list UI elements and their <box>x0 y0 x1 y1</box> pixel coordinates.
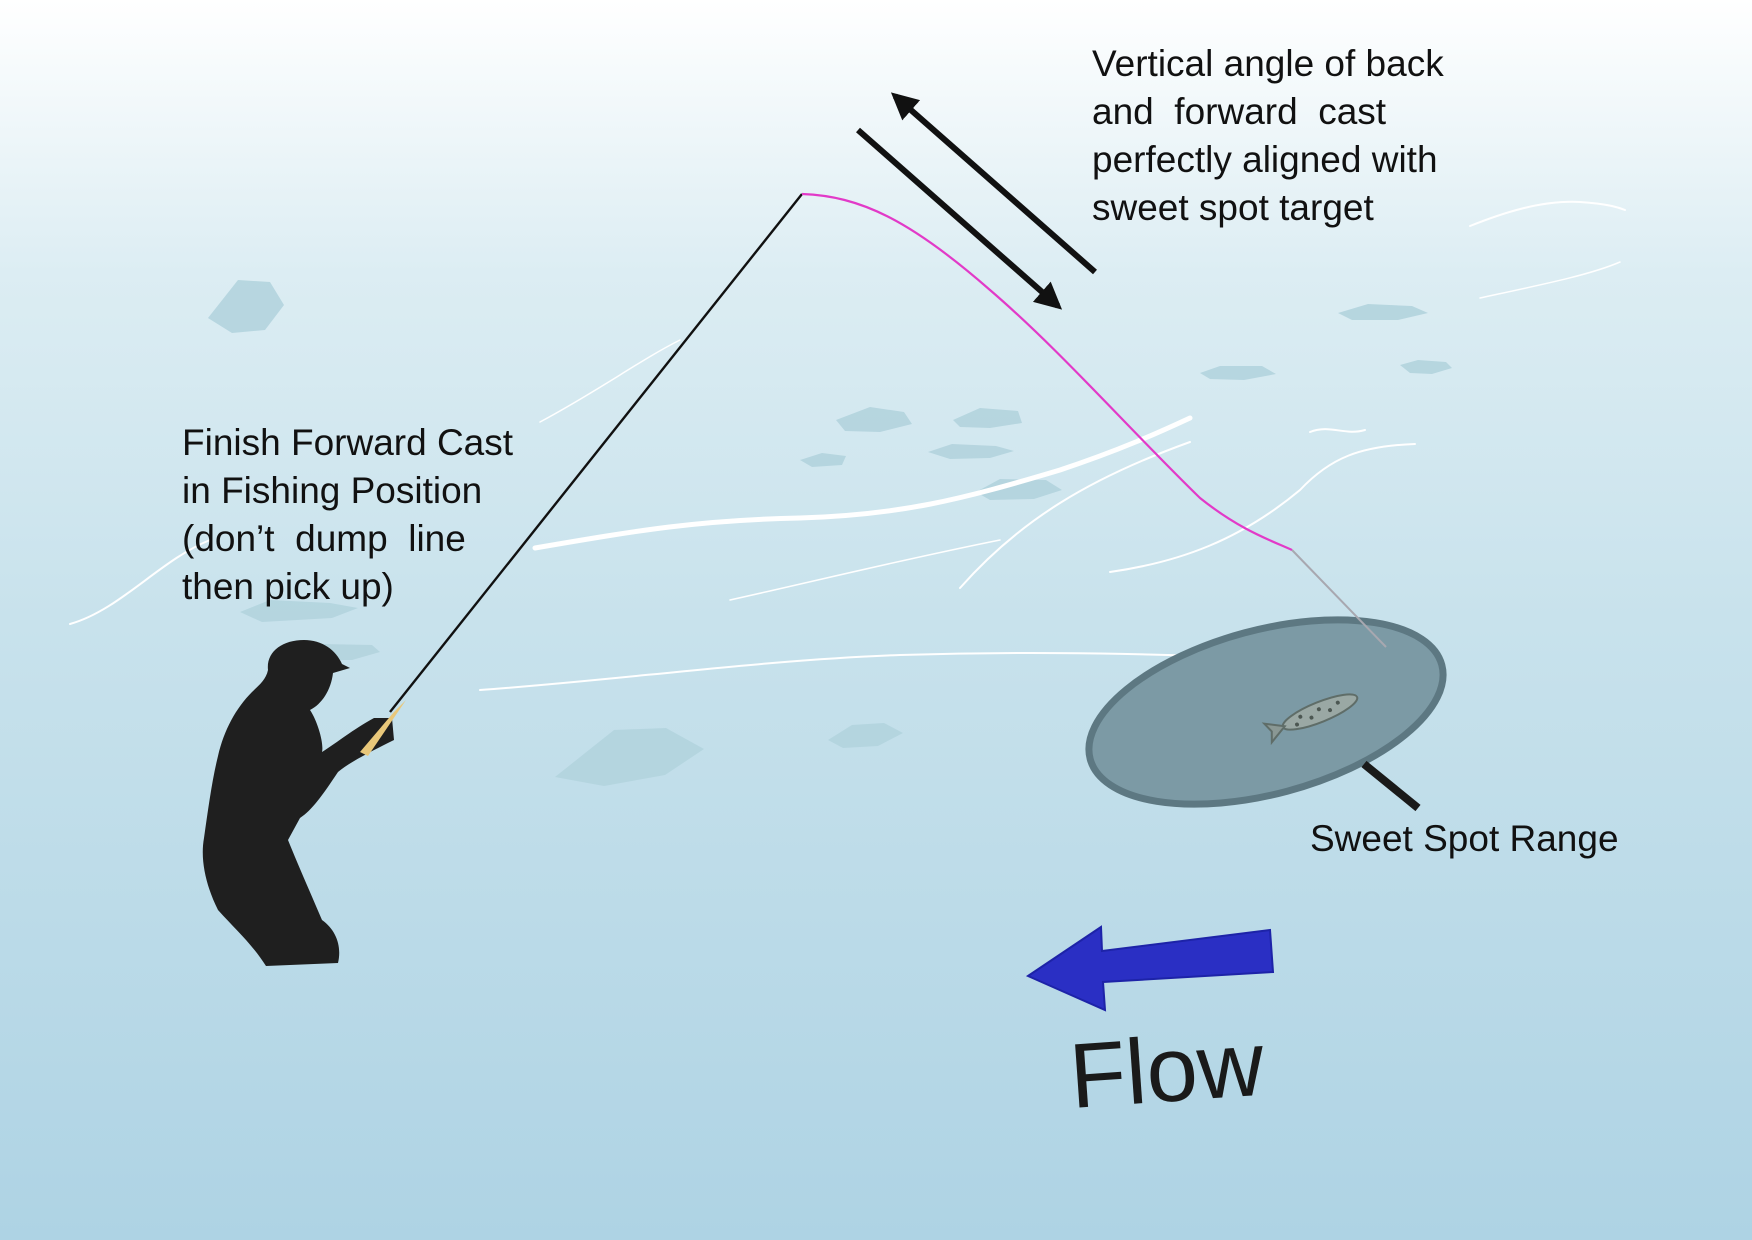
fishing-position-line: then pick up) <box>182 566 394 607</box>
fishing-position-label: Finish Forward Cast in Fishing Position … <box>182 422 523 607</box>
angler-silhouette <box>202 640 394 966</box>
rod-grip <box>360 700 406 756</box>
flow-label: Flow <box>1066 1013 1267 1128</box>
cast-angle-line: sweet spot target <box>1092 187 1374 228</box>
fly-rod <box>389 193 803 713</box>
fishing-position-line: in Fishing Position <box>182 470 482 511</box>
riverbed-rocks <box>208 280 1452 786</box>
fishing-position-line: Finish Forward Cast <box>182 422 514 463</box>
leader <box>1291 549 1387 648</box>
cast-angle-label: Vertical angle of back and forward cast … <box>1092 43 1454 228</box>
sweet-spot-pointer <box>1361 760 1421 812</box>
sweet-spot-label: Sweet Spot Range <box>1310 818 1619 859</box>
cast-angle-line: Vertical angle of back <box>1092 43 1444 84</box>
fly-line <box>801 192 1293 552</box>
trout-icon <box>1261 693 1359 746</box>
current-streaks <box>69 200 1626 691</box>
cast-angle-line: perfectly aligned with <box>1092 139 1438 180</box>
sweet-spot-range <box>1085 616 1447 812</box>
left-arrow <box>1025 925 1275 1012</box>
cast-angle-line: and forward cast <box>1092 91 1387 132</box>
double-arrow <box>856 92 1097 310</box>
fishing-position-line: (don’t dump line <box>182 518 466 559</box>
